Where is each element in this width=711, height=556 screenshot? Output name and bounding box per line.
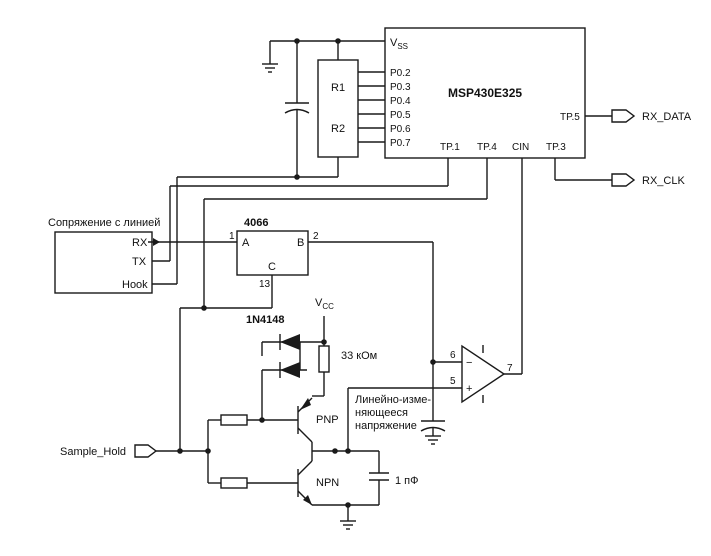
sample-hold-label: Sample_Hold (60, 446, 126, 458)
mcu-port-p07: P0.7 (390, 138, 411, 149)
mcu-port-p03: P0.3 (390, 82, 411, 93)
mcu-pin-tp4: TP.4 (477, 142, 497, 153)
pnp-label: PNP (316, 414, 339, 426)
npn-transistor-icon (297, 460, 313, 506)
base-resistor-icon (220, 414, 248, 426)
line-interface-block (54, 231, 153, 294)
line-interface-hook: Hook (122, 279, 148, 291)
timing-capacitor-label: 1 пФ (395, 475, 419, 487)
pnp-transistor-icon (297, 397, 313, 443)
line-interface-rx: RX (132, 237, 148, 249)
mcu-vss-label: VSS (390, 37, 408, 51)
r2-label: R2 (331, 123, 345, 135)
ramp-label-line3: напряжение (355, 420, 417, 432)
comparator-plus: + (466, 383, 472, 395)
ground-icon (262, 63, 278, 73)
mcu-pin-cin: CIN (512, 142, 529, 153)
rx-data-label: RX_DATA (642, 111, 692, 123)
switch-pin-a: A (242, 237, 250, 249)
arrow-icon (153, 238, 160, 246)
mcu-pin-tp3: TP.3 (546, 142, 566, 153)
switch-pin13-number: 13 (259, 279, 271, 290)
mcu-port-p02: P0.2 (390, 68, 411, 79)
ramp-label-line2: няющееся (355, 407, 408, 419)
junction-dot (332, 448, 338, 454)
mcu-name: MSP430E325 (448, 86, 522, 100)
rx-clk-connector-icon (611, 173, 636, 187)
rx-data-connector-icon (611, 109, 636, 123)
diode-icon (279, 334, 300, 350)
sample-hold-connector-icon (134, 444, 158, 458)
comparator-minus: − (466, 357, 472, 369)
junction-dot (345, 448, 351, 454)
mcu-port-p04: P0.4 (390, 96, 411, 107)
comparator-pin5: 5 (450, 376, 456, 387)
ramp-label-line1: Линейно-изме- (355, 394, 431, 406)
diode-name: 1N4148 (246, 314, 285, 326)
comparator-pin7: 7 (507, 363, 513, 374)
mcu-pin-tp1: TP.1 (440, 142, 460, 153)
resistor-network (317, 59, 359, 158)
ground-icon (340, 520, 356, 530)
junction-dot (321, 339, 327, 345)
switch-pin-c: C (268, 261, 276, 273)
switch-pin2-number: 2 (313, 231, 319, 242)
comparator-pin6: 6 (450, 350, 456, 361)
switch-name: 4066 (244, 217, 268, 229)
ground-icon (425, 435, 441, 445)
line-interface-title: Сопряжение с линией (48, 217, 160, 229)
resistor-33k-icon (318, 345, 330, 373)
npn-label: NPN (316, 477, 339, 489)
junction-dot (177, 448, 183, 454)
mcu-port-p06: P0.6 (390, 124, 411, 135)
mcu-pin-tp5: TP.5 (560, 112, 580, 123)
vcc-label: VCC (315, 297, 334, 311)
comparator-icon (461, 344, 506, 404)
base-resistor-icon (220, 477, 248, 489)
junction-dot (259, 417, 265, 423)
r1-label: R1 (331, 82, 345, 94)
mcu-port-p05: P0.5 (390, 110, 411, 121)
mcu-block (384, 27, 586, 159)
switch-pin-b: B (297, 237, 304, 249)
rx-clk-label: RX_CLK (642, 175, 685, 187)
line-interface-tx: TX (132, 256, 147, 268)
diode-icon (279, 362, 300, 378)
switch-pin1-number: 1 (229, 231, 235, 242)
resistor-33k-label: 33 кОм (341, 350, 377, 362)
